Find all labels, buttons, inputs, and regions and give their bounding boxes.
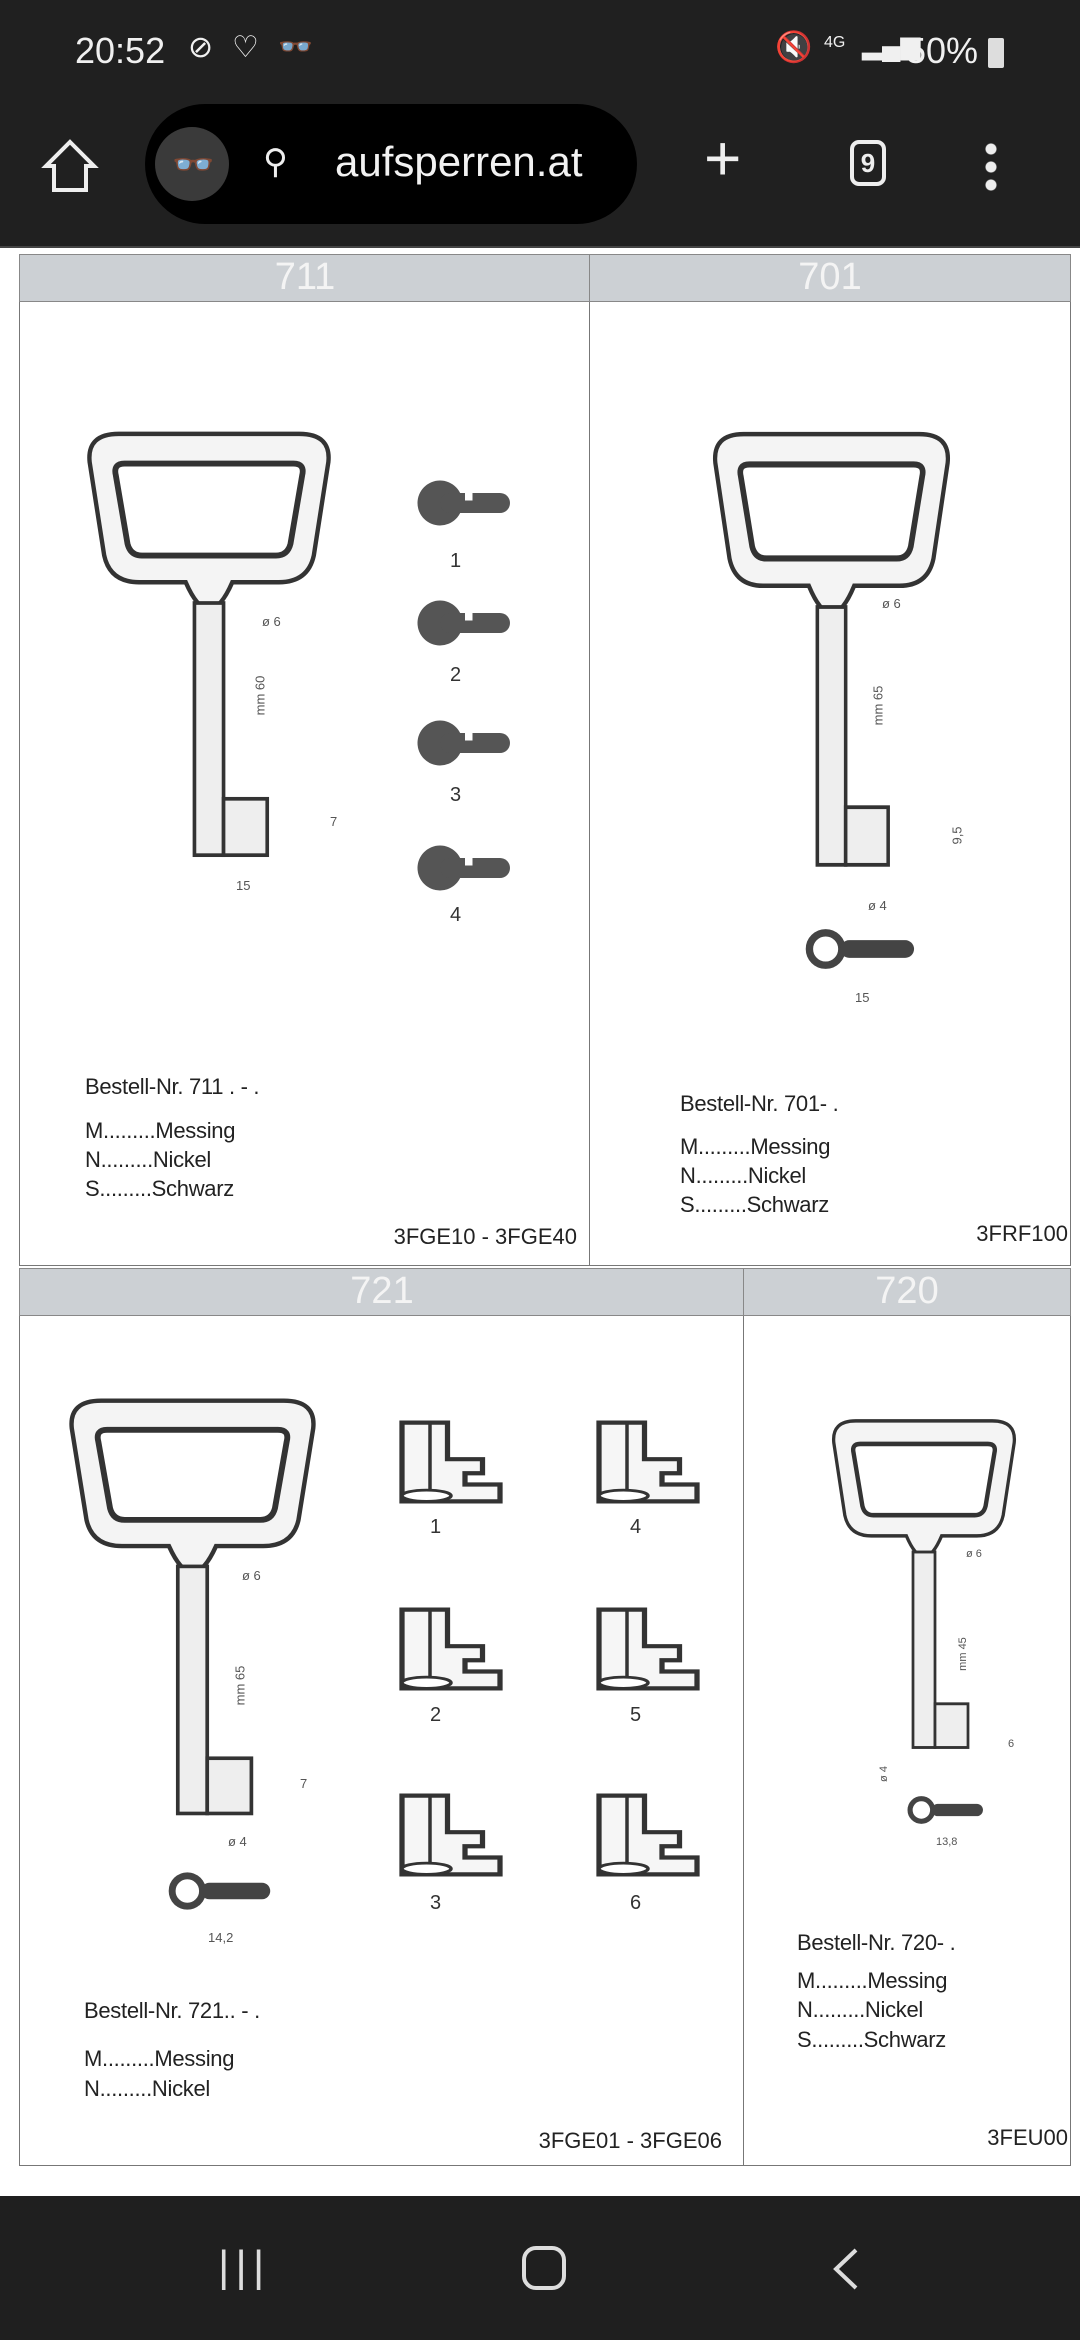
material-option: S.........Schwarz [797, 2027, 946, 2052]
location-off-icon: ⊘ [188, 31, 214, 64]
profile-number: 6 [630, 1892, 642, 1914]
material-option: M.........Messing [85, 1118, 236, 1143]
key-bit-profile [395, 1417, 507, 1507]
profile-number: 3 [430, 1892, 442, 1914]
dim-label: ø 6 [242, 1568, 261, 1583]
profile-number: 5 [630, 1704, 642, 1726]
menu-icon[interactable] [985, 140, 997, 192]
material-option: S.........Schwarz [680, 1192, 829, 1217]
back-button[interactable] [830, 2246, 860, 2292]
dim-label: 15 [855, 990, 870, 1005]
dim-label: 6 [1008, 1738, 1015, 1750]
dim-label: ø 6 [966, 1548, 982, 1560]
new-tab-button[interactable]: + [704, 122, 742, 194]
profile-number: 1 [430, 1516, 442, 1538]
catalog-page: 711 701 ø 6 mm 60 7 15 1 2 3 4 Bestell-N… [0, 248, 1080, 2196]
profile-number: 4 [630, 1516, 642, 1538]
site-settings-icon[interactable]: ⚲ [263, 143, 288, 181]
material-option: N.........Nickel [84, 2076, 210, 2101]
key-drawing-701 [704, 425, 959, 880]
material-option: M.........Messing [84, 2046, 235, 2071]
profile-number: 2 [450, 664, 462, 686]
dim-label: mm 45 [956, 1637, 969, 1671]
key-bit-profile [395, 1604, 507, 1694]
material-option: M.........Messing [680, 1134, 831, 1159]
profile-number: 1 [450, 550, 462, 572]
product-header: 711 [19, 254, 591, 302]
network-type: 4G [824, 34, 846, 51]
dim-label: ø 6 [882, 596, 901, 611]
browser-toolbar: 👓 ⚲ aufsperren.at + 9 [0, 90, 1080, 248]
order-number: Bestell-Nr. 720- . [797, 1930, 956, 1955]
order-number: Bestell-Nr. 721.. - . [84, 1998, 260, 2023]
dim-label: 7 [300, 1776, 308, 1791]
key-profile [417, 720, 510, 766]
material-option: S.........Schwarz [85, 1176, 234, 1201]
key-drawing-721 [60, 1392, 325, 1828]
dim-label: 14,2 [208, 1930, 234, 1945]
battery-icon [988, 38, 1004, 68]
product-header: 721 [19, 1268, 745, 1316]
dim-label: 13,8 [936, 1836, 958, 1848]
key-drawing-720 [825, 1414, 1023, 1759]
dim-label: mm 65 [232, 1665, 248, 1706]
product-code: 3FGE01 - 3FGE06 [538, 2128, 722, 2153]
product-cell-711 [19, 254, 591, 1266]
signal-icon: ▂▄▆ [862, 30, 921, 60]
home-button[interactable] [522, 2246, 566, 2290]
key-ring-profile [805, 928, 917, 970]
profile-number: 4 [450, 904, 462, 926]
address-bar[interactable]: 👓 ⚲ aufsperren.at [145, 104, 637, 224]
key-profile [417, 480, 510, 526]
key-drawing-711 [78, 425, 340, 870]
product-code: 3FEU00 [987, 2125, 1068, 2150]
key-profile [417, 845, 510, 891]
dim-label: mm 65 [870, 685, 886, 726]
tab-switcher-button[interactable]: 9 [850, 140, 886, 186]
status-bar: 20:52 ⊘ ♡ 👓 🔇 4G ▂▄▆ 50% [0, 0, 1080, 90]
dim-label: ø 4 [877, 1766, 890, 1782]
mute-icon: 🔇 [775, 31, 813, 64]
home-icon[interactable] [41, 138, 99, 194]
product-code: 3FGE10 - 3FGE40 [393, 1224, 577, 1249]
url-text[interactable]: aufsperren.at [335, 138, 583, 185]
product-header: 701 [589, 254, 1071, 302]
order-number: Bestell-Nr. 701- . [680, 1091, 839, 1116]
dim-label: ø 4 [228, 1834, 247, 1849]
key-bit-profile [592, 1790, 704, 1880]
dim-label: 7 [330, 814, 338, 829]
profile-number: 3 [450, 784, 462, 806]
incognito-icon: 👓 [155, 127, 229, 201]
health-icon: ♡ [232, 31, 259, 64]
battery-percent: 50% [906, 30, 979, 71]
key-ring-profile [168, 1870, 273, 1912]
key-bit-profile [395, 1790, 507, 1880]
recent-apps-button[interactable]: ||| [218, 2242, 271, 2291]
dim-label: ø 4 [868, 898, 887, 913]
dim-label: 15 [236, 878, 251, 893]
dim-label: 9,5 [949, 826, 965, 845]
product-code: 3FRF100 [976, 1221, 1068, 1246]
incognito-icon: 👓 [278, 31, 313, 62]
clock: 20:52 [75, 30, 166, 71]
dim-label: mm 60 [252, 675, 268, 716]
key-bit-profile [592, 1604, 704, 1694]
navigation-bar: ||| [0, 2196, 1080, 2340]
key-profile [417, 600, 510, 646]
profile-number: 2 [430, 1704, 442, 1726]
material-option: N.........Nickel [85, 1147, 211, 1172]
key-bit-profile [592, 1417, 704, 1507]
product-cell-720 [743, 1268, 1071, 2166]
material-option: N.........Nickel [797, 1997, 923, 2022]
material-option: N.........Nickel [680, 1163, 806, 1188]
order-number: Bestell-Nr. 711 . - . [85, 1074, 260, 1099]
key-ring-profile [907, 1794, 985, 1826]
product-header: 720 [743, 1268, 1071, 1316]
material-option: M.........Messing [797, 1968, 948, 1993]
dim-label: ø 6 [262, 614, 281, 629]
